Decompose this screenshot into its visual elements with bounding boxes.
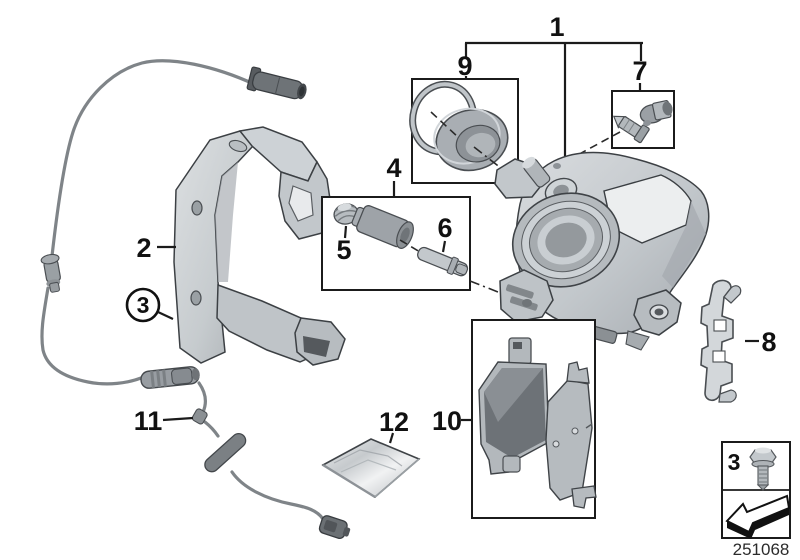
- sensor-head: [140, 366, 200, 389]
- pad-retaining-spring: [700, 279, 742, 403]
- callout-7[interactable]: 7: [632, 56, 647, 86]
- brake-pad-outer: [545, 361, 597, 509]
- brake-pads-box: [471, 319, 597, 519]
- bleeder-box: [611, 90, 675, 149]
- caliper-top-stud: [522, 156, 551, 188]
- callout-10[interactable]: 10: [432, 406, 462, 436]
- callout-4[interactable]: 4: [386, 153, 401, 183]
- callout-12-line: [388, 432, 395, 444]
- callout-6[interactable]: 6: [437, 213, 452, 243]
- grease-packet: [321, 438, 421, 499]
- callout-9[interactable]: 9: [457, 51, 472, 81]
- guide-kit-box: [321, 196, 471, 291]
- brake-caliper: [494, 151, 710, 351]
- callout-2[interactable]: 2: [136, 233, 151, 263]
- bleed-port: [553, 163, 561, 169]
- wire-clip: [191, 408, 208, 425]
- caliper-piston-bore: [511, 192, 621, 288]
- sensor-end-connector: [318, 515, 351, 539]
- callout-12[interactable]: 12: [379, 407, 409, 437]
- diagram-number: 251068: [733, 540, 790, 559]
- direction-arrow-icon: [725, 494, 791, 539]
- wear-sensor-wire: [40, 59, 351, 539]
- wire-sleeve: [204, 432, 247, 473]
- seal-kit-box: [409, 78, 519, 184]
- bleeder-cap-fitting: [639, 100, 673, 127]
- sensor-plug-connector: [246, 66, 307, 100]
- brake-carrier: [173, 126, 346, 366]
- guide-cap: [333, 203, 359, 225]
- callout-1-bracket: [464, 41, 643, 158]
- piston-dust-boot: [433, 107, 509, 172]
- brake-pad-inner: [478, 337, 550, 475]
- callout-3-circled[interactable]: 3: [125, 287, 174, 323]
- guide-bushing: [351, 205, 414, 249]
- callout-11[interactable]: 11: [134, 406, 163, 436]
- legend-callout-3[interactable]: 3: [728, 449, 741, 475]
- callout-5[interactable]: 5: [336, 235, 351, 265]
- bleeder-valve: [612, 115, 650, 144]
- svg-text:3: 3: [137, 292, 150, 318]
- guide-pin-hole: [522, 299, 532, 307]
- callout-11-line: [162, 416, 194, 422]
- callout-1[interactable]: 1: [549, 12, 564, 42]
- guide-pin: [417, 246, 469, 277]
- legend-box: 3: [721, 441, 791, 539]
- wire-grommet: [40, 253, 61, 293]
- hex-bolt-icon: [749, 447, 777, 491]
- callout-8[interactable]: 8: [761, 327, 776, 357]
